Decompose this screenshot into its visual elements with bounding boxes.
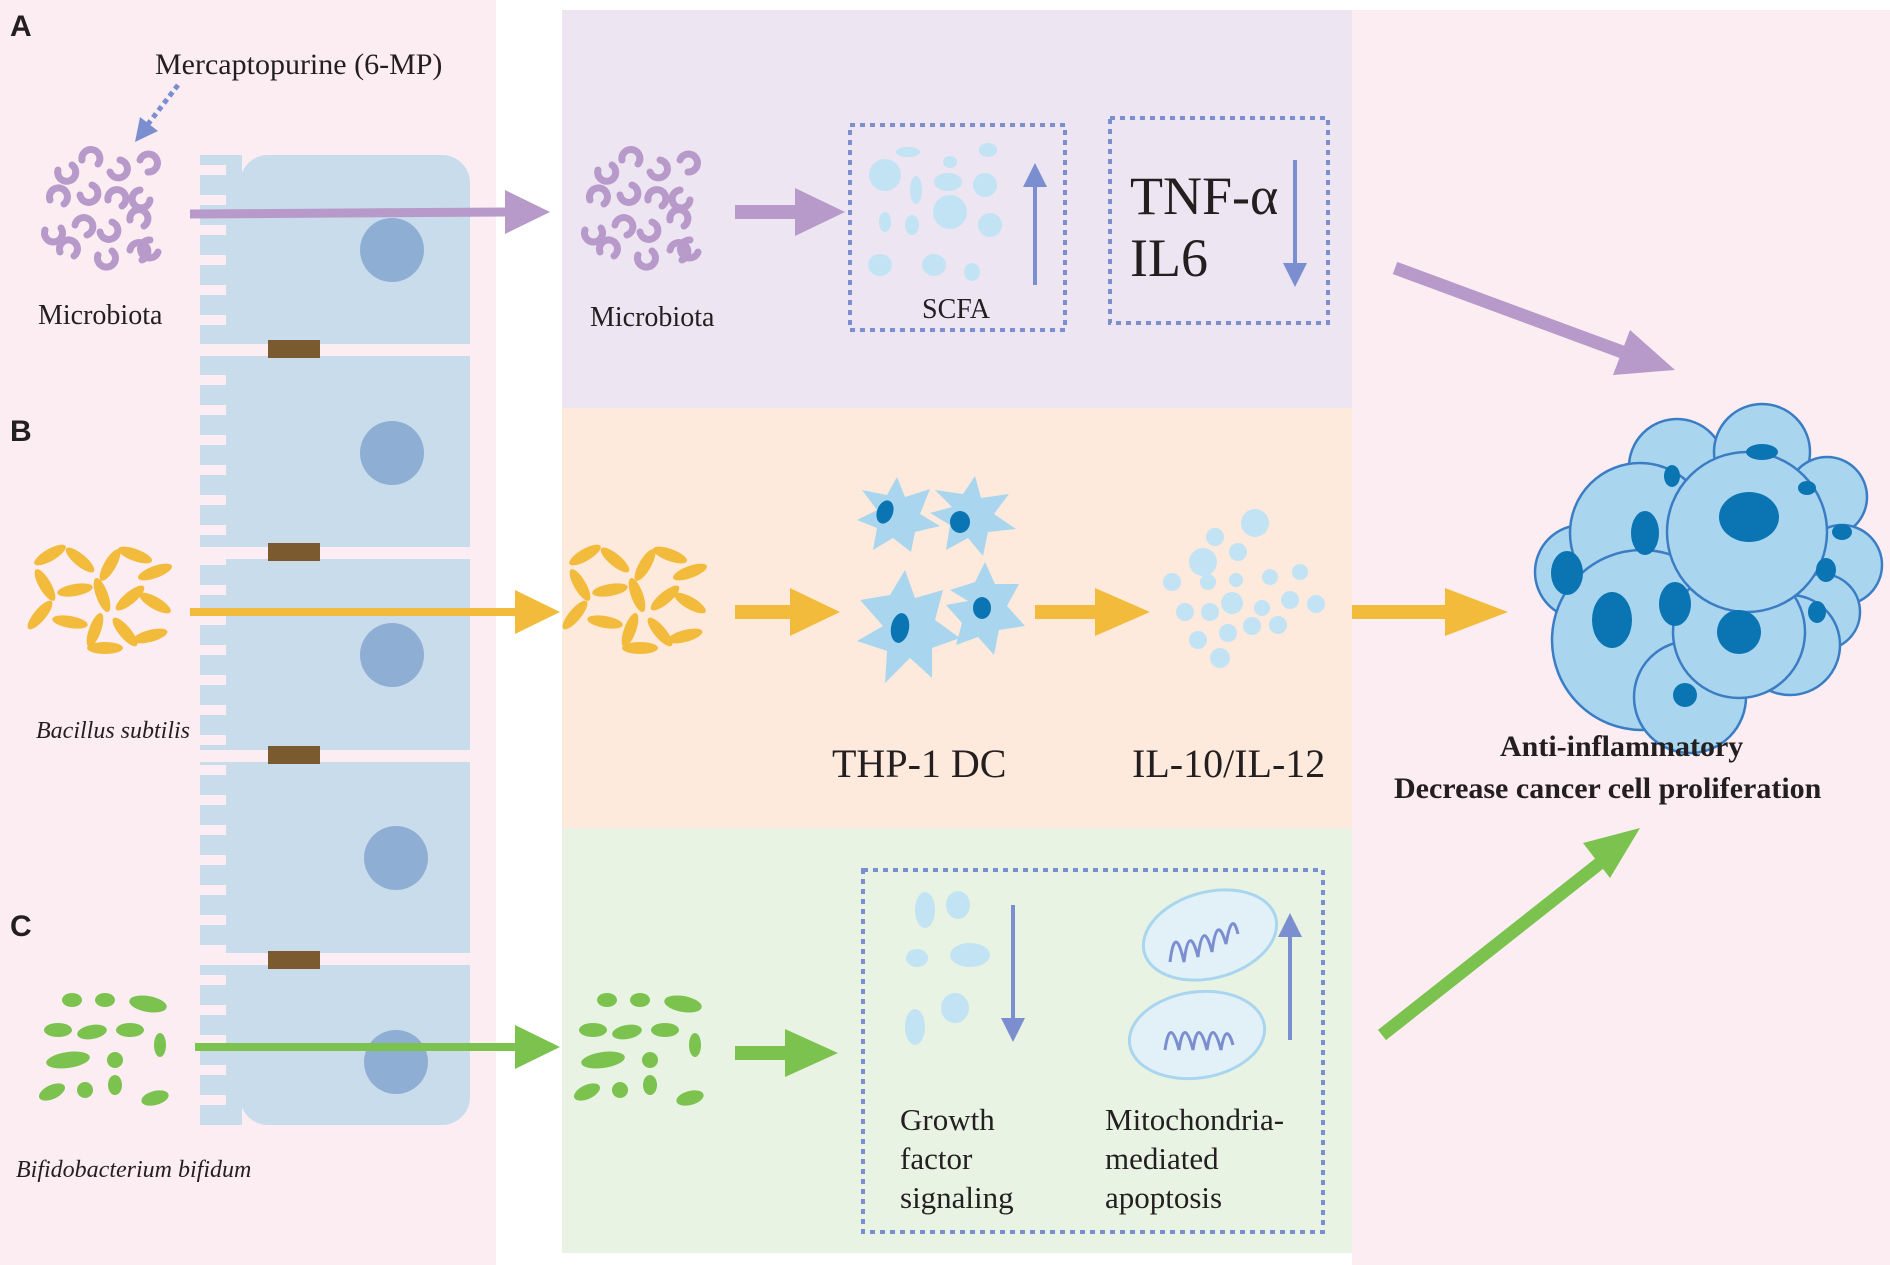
outcome-line-2: Decrease cancer cell proliferation bbox=[1394, 772, 1822, 805]
bacillus-cluster-left bbox=[27, 544, 173, 654]
left-label-bifido: Bifidobacterium bifidum bbox=[16, 1157, 252, 1183]
left-label-microbiota: Microbiota bbox=[38, 300, 163, 331]
panel-label-b: B bbox=[10, 415, 32, 448]
il10-il12-label: IL-10/IL-12 bbox=[1132, 741, 1326, 786]
cytokine-box bbox=[1108, 116, 1330, 325]
dendritic-cells bbox=[857, 476, 1025, 683]
bacillus-cluster-right bbox=[562, 544, 708, 654]
purple-arrow-outcome bbox=[1392, 261, 1675, 375]
purple-arrow-1 bbox=[189, 190, 550, 234]
intestinal-epithelium bbox=[200, 155, 470, 1125]
panel-label-a: A bbox=[10, 10, 32, 43]
panel-label-c: C bbox=[10, 910, 32, 943]
scfa-label: SCFA bbox=[922, 294, 990, 325]
row-a-organism-label: Microbiota bbox=[590, 302, 715, 333]
bifidobacterium-cluster-left bbox=[38, 993, 169, 1106]
drug-arrow bbox=[135, 83, 180, 142]
cancer-cell-cluster bbox=[1533, 402, 1884, 755]
microbiota-cluster-right bbox=[581, 146, 702, 271]
tnf-label: TNF-α bbox=[1130, 166, 1279, 226]
drug-label: Mercaptopurine (6-MP) bbox=[155, 48, 443, 81]
green-arrow-1 bbox=[195, 1025, 560, 1069]
thp1-dc-label: THP-1 DC bbox=[832, 741, 1007, 786]
cytokine-dots bbox=[1163, 509, 1325, 668]
yellow-arrow-1 bbox=[190, 590, 560, 634]
green-arrow-2 bbox=[735, 1029, 838, 1077]
microbiota-cluster-left bbox=[41, 146, 162, 271]
apoptosis-label: Mitochondria- mediated apoptosis bbox=[1105, 1102, 1285, 1215]
il6-label: IL6 bbox=[1130, 228, 1208, 288]
yellow-arrow-3 bbox=[1035, 588, 1150, 636]
growth-factor-label: Growth factor signaling bbox=[900, 1102, 1014, 1215]
scfa-box bbox=[848, 123, 1067, 332]
green-arrow-outcome bbox=[1377, 828, 1640, 1041]
left-label-bacillus: Bacillus subtilis bbox=[36, 718, 191, 744]
mechanism-box bbox=[861, 868, 1325, 1234]
outcome-line-1: Anti-inflammatory bbox=[1500, 730, 1744, 763]
yellow-arrow-outcome bbox=[1352, 588, 1508, 636]
purple-arrow-2 bbox=[735, 188, 845, 236]
row-b-panel bbox=[562, 408, 1352, 828]
bifidobacterium-cluster-right bbox=[573, 993, 704, 1106]
yellow-arrow-2 bbox=[735, 588, 840, 636]
